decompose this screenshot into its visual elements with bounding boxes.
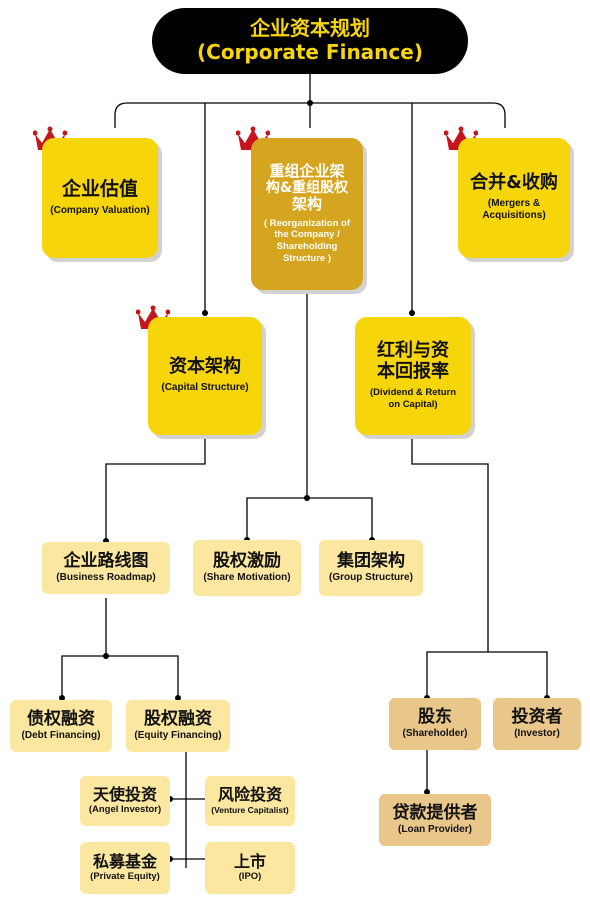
node-label-en: (Dividend & Return xyxy=(369,386,457,398)
node-label-en: ( Reorganization of xyxy=(263,217,351,229)
node-label-en: the Company / xyxy=(274,229,340,241)
node-label-en: (Investor) xyxy=(514,727,560,739)
node-capital-structure: 资本架构 (Capital Structure) xyxy=(148,317,262,435)
root-title-en: (Corporate Finance) xyxy=(197,40,423,64)
root-node: 企业资本规划 (Corporate Finance) xyxy=(152,8,468,74)
node-label-zh: 红利与资 xyxy=(377,340,449,362)
node-label-zh: 贷款提供者 xyxy=(392,802,478,823)
node-label-en: (Share Motivation) xyxy=(203,571,291,583)
node-label-zh: 集团架构 xyxy=(337,550,405,571)
node-ipo: 上市 (IPO) xyxy=(205,842,295,894)
node-shareholder: 股东 (Shareholder) xyxy=(389,698,481,750)
node-label-en: (Capital Structure) xyxy=(161,382,249,394)
node-label-en: (Debt Financing) xyxy=(21,729,101,741)
node-group-structure: 集团架构 (Group Structure) xyxy=(319,540,423,596)
node-loan-provider: 贷款提供者 (Loan Provider) xyxy=(379,794,491,846)
node-label-zh: 风险投资 xyxy=(217,785,282,805)
node-venture-capitalist: 风险投资 (Venture Capitalist) xyxy=(205,776,295,826)
node-label-zh: 企业估值 xyxy=(61,177,138,200)
node-label-en: (Venture Capitalist) xyxy=(211,804,289,815)
root-title-zh: 企业资本规划 xyxy=(250,16,370,40)
node-label-zh: 架构 xyxy=(291,195,322,214)
node-private-equity: 私募基金 (Private Equity) xyxy=(80,842,170,894)
node-label-zh: 资本架构 xyxy=(169,356,241,378)
node-label-zh: 天使投资 xyxy=(92,784,157,804)
node-label-zh: 本回报率 xyxy=(377,361,449,383)
node-dividend-return: 红利与资 本回报率 (Dividend & Return on Capital) xyxy=(355,317,471,435)
node-label-zh: 私募基金 xyxy=(92,851,157,871)
node-label-en: Acquisitions) xyxy=(482,210,546,222)
node-mergers-acquisitions: 合并&收购 (Mergers & Acquisitions) xyxy=(458,138,570,258)
node-label-zh: 债权融资 xyxy=(27,708,95,729)
node-equity-financing: 股权融资 (Equity Financing) xyxy=(126,700,230,752)
node-label-zh: 股东 xyxy=(418,706,452,727)
node-label-zh: 合并&收购 xyxy=(470,172,558,194)
node-share-motivation: 股权激励 (Share Motivation) xyxy=(193,540,301,596)
node-reorganization: 重组企业架 构&重组股权 架构 ( Reorganization of the … xyxy=(251,138,363,290)
node-debt-financing: 债权融资 (Debt Financing) xyxy=(10,700,112,752)
node-label-en: (Private Equity) xyxy=(90,871,160,883)
node-label-en: (IPO) xyxy=(238,871,262,883)
node-label-zh: 投资者 xyxy=(511,706,563,727)
node-label-en: (Loan Provider) xyxy=(398,823,472,835)
node-label-en: (Mergers & xyxy=(487,197,541,209)
node-label-zh: 构&重组股权 xyxy=(265,180,349,197)
node-label-en: (Group Structure) xyxy=(329,571,413,583)
node-label-zh: 股权激励 xyxy=(213,550,281,571)
node-label-zh: 上市 xyxy=(233,851,266,871)
node-label-en: (Company Valuation) xyxy=(50,204,150,216)
node-label-zh: 企业路线图 xyxy=(63,550,149,571)
node-label-en: (Equity Financing) xyxy=(134,729,222,741)
node-business-roadmap: 企业路线图 (Business Roadmap) xyxy=(42,542,170,594)
node-company-valuation: 企业估值 (Company Valuation) xyxy=(42,138,158,258)
node-investor: 投资者 (Investor) xyxy=(493,698,581,750)
node-angel-investor: 天使投资 (Angel Investor) xyxy=(80,776,170,826)
node-label-en: (Angel Investor) xyxy=(88,804,162,816)
node-label-en: Shareholding xyxy=(276,241,338,253)
node-label-en: (Business Roadmap) xyxy=(56,571,156,583)
node-label-zh: 重组企业架 xyxy=(269,161,345,180)
node-label-en: (Shareholder) xyxy=(402,727,468,739)
node-label-en: on Capital) xyxy=(388,398,438,410)
node-label-en: Structure ) xyxy=(282,253,332,265)
node-label-zh: 股权融资 xyxy=(144,708,212,729)
